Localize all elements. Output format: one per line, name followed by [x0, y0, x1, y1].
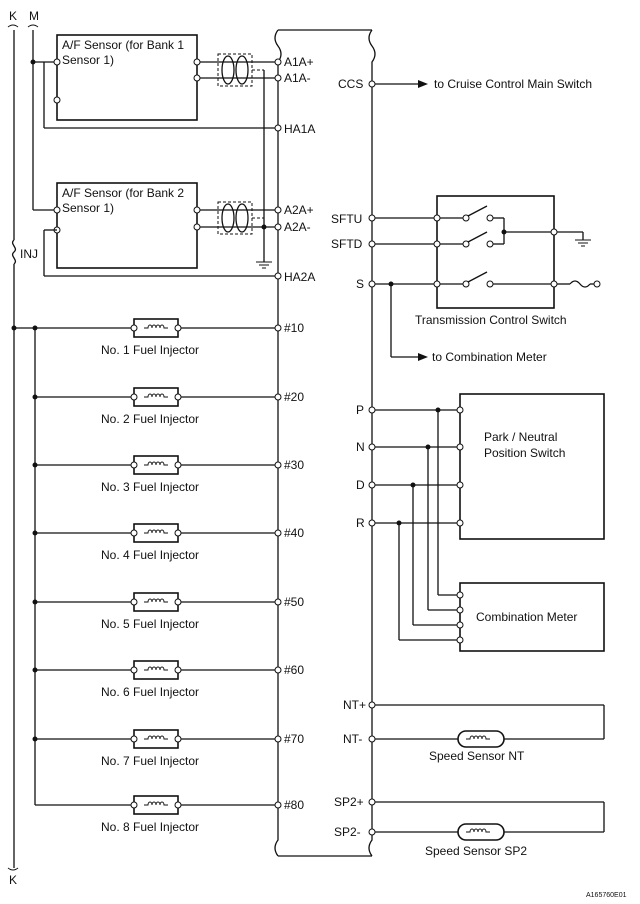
ecm-left-sensor-pins: A1A+ A1A- HA1A A2A+ A2A- HA2A — [274, 55, 315, 284]
transmission-control-switch: SFTU SFTD S — [331, 195, 601, 364]
injector-7-pin: #70 — [284, 732, 304, 746]
injector-5-label: No. 5 Fuel Injector — [101, 617, 199, 631]
injector-6-label: No. 6 Fuel Injector — [101, 685, 199, 699]
pin-nt-minus: NT- — [343, 732, 362, 746]
pin-sp2-plus: SP2+ — [334, 795, 364, 809]
af-sensor-bank1-label-line1: A/F Sensor (for Bank 1 — [62, 38, 184, 52]
speed-sensor-sp2: SP2+ SP2- Speed Sensor SP2 — [334, 795, 605, 858]
injector-3-label: No. 3 Fuel Injector — [101, 480, 199, 494]
left-rails: K M INJ K — [7, 9, 39, 887]
dest-cruise-control: to Cruise Control Main Switch — [434, 77, 592, 91]
injector-6-pin: #60 — [284, 663, 304, 677]
injector-2-pin: #20 — [284, 390, 304, 404]
combination-meter-label: Combination Meter — [476, 610, 577, 624]
rail-k-top-label: K — [9, 9, 17, 23]
injector-8: #80 No. 8 Fuel Injector — [35, 795, 304, 834]
af-sensor-bank1-label-line2: Sensor 1) — [62, 53, 114, 67]
speed-sensor-nt: NT+ NT- Speed Sensor NT — [343, 698, 605, 763]
ecm-connector-body — [274, 29, 376, 857]
pin-ha2a: HA2A — [284, 270, 315, 284]
pin-d: D — [356, 478, 365, 492]
combination-meter: Combination Meter — [456, 582, 605, 652]
dest-combination-meter: to Combination Meter — [432, 350, 547, 364]
injector-3-pin: #30 — [284, 458, 304, 472]
pin-s: S — [356, 277, 364, 291]
pin-ccs: CCS — [338, 77, 363, 91]
af-sensor-bank2-label-line1: A/F Sensor (for Bank 2 — [62, 186, 184, 200]
pn-switch-label-line1: Park / Neutral — [484, 430, 557, 444]
injector-1: #10 No. 1 Fuel Injector — [11, 318, 304, 357]
speed-sensor-nt-label: Speed Sensor NT — [429, 749, 525, 763]
transmission-switch-label: Transmission Control Switch — [415, 313, 567, 327]
injector-4: #40 No. 4 Fuel Injector — [32, 523, 304, 562]
pin-nt-plus: NT+ — [343, 698, 366, 712]
rail-m-top-label: M — [29, 9, 39, 23]
injector-4-label: No. 4 Fuel Injector — [101, 548, 199, 562]
figure-code: A165760E01 — [586, 892, 627, 899]
pin-sp2-minus: SP2- — [334, 825, 361, 839]
injector-7: #70 No. 7 Fuel Injector — [32, 729, 304, 768]
injector-6: #60 No. 6 Fuel Injector — [32, 660, 304, 699]
pin-a2a-plus: A2A+ — [284, 203, 314, 217]
injector-8-pin: #80 — [284, 798, 304, 812]
injector-2: #20 No. 2 Fuel Injector — [32, 387, 304, 426]
injector-5-pin: #50 — [284, 595, 304, 609]
injector-3: #30 No. 3 Fuel Injector — [32, 455, 304, 494]
injector-1-pin: #10 — [284, 321, 304, 335]
pin-sftd: SFTD — [331, 237, 363, 251]
park-neutral-position-switch: P N D R Park / Neutral Position Switch — [356, 393, 605, 641]
injector-5: #50 No. 5 Fuel Injector — [32, 592, 304, 631]
pin-n: N — [356, 440, 365, 454]
fuel-injectors: #10 No. 1 Fuel Injector #20 No. 2 Fuel I… — [11, 318, 304, 834]
injector-7-label: No. 7 Fuel Injector — [101, 754, 199, 768]
af-sensor-bank2-label-line2: Sensor 1) — [62, 201, 114, 215]
af-sensor-bank2: A/F Sensor (for Bank 2 Sensor 1) — [32, 62, 278, 277]
ccs-circuit: CCS to Cruise Control Main Switch — [338, 77, 592, 91]
af-sensor-bank1: A/F Sensor (for Bank 1 Sensor 1) — [30, 34, 278, 262]
injector-4-pin: #40 — [284, 526, 304, 540]
injector-8-label: No. 8 Fuel Injector — [101, 820, 199, 834]
pin-sftu: SFTU — [331, 212, 362, 226]
pin-p: P — [356, 403, 364, 417]
pin-a1a-plus: A1A+ — [284, 55, 314, 69]
injector-1-label: No. 1 Fuel Injector — [101, 343, 199, 357]
injector-2-label: No. 2 Fuel Injector — [101, 412, 199, 426]
pn-switch-label-line2: Position Switch — [484, 446, 565, 460]
speed-sensor-sp2-label: Speed Sensor SP2 — [425, 844, 527, 858]
rail-k-bottom-label: K — [9, 873, 17, 887]
pin-r: R — [356, 516, 365, 530]
pin-a2a-minus: A2A- — [284, 220, 311, 234]
pin-ha1a: HA1A — [284, 122, 315, 136]
rail-inj-label: INJ — [20, 247, 38, 261]
pin-a1a-minus: A1A- — [284, 71, 311, 85]
